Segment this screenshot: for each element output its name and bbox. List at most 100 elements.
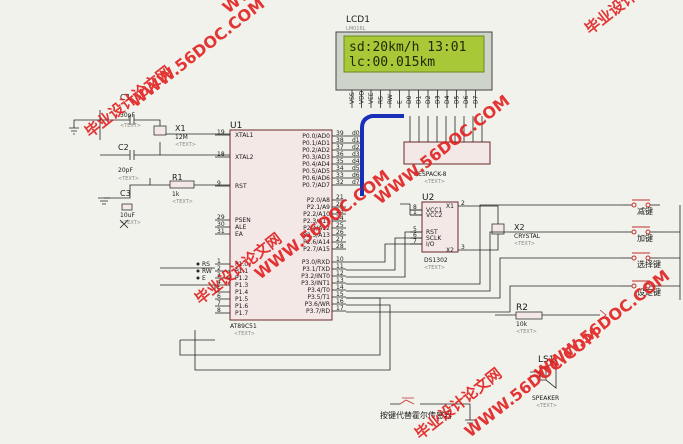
push-button[interactable]: 选择键 [620, 252, 661, 269]
wire-btn3 [346, 257, 620, 299]
lcd-part: LM016L [346, 26, 366, 32]
xtal-wires [134, 119, 230, 156]
mcu-right-pin-num: 16 [336, 298, 344, 305]
u2-left-pin-name: VCC1 [426, 207, 442, 214]
c3-value: 10uF [120, 212, 135, 219]
mcu-left-pin-num: 4 [217, 279, 221, 286]
sensor-switch [399, 397, 415, 405]
mcu-right-pin-name: P2.1/A9 [307, 204, 330, 211]
mcu-left-pin-num: 1 [217, 258, 221, 265]
mcu-left-pin-name: EA [235, 231, 244, 238]
x1-crystal [153, 125, 167, 136]
sensor-wires [390, 403, 475, 424]
wire-sclk [346, 237, 422, 271]
bus-label: d6 [352, 172, 360, 179]
r1-resistor [169, 180, 195, 189]
u2-part: DS1302 [424, 257, 448, 264]
push-button[interactable]: 设定键 [620, 280, 661, 297]
mcu-left-pin-name: XTAL1 [235, 132, 254, 139]
r1-text: <TEXT> [172, 199, 193, 205]
mcu-right-pin-num: 14 [336, 284, 344, 291]
mcu-left-pin-num: 29 [217, 214, 225, 221]
lcd-pin-label: D5 [454, 95, 461, 104]
x2-wires [458, 205, 499, 251]
wire-b [194, 304, 391, 371]
u2-left-pin-num: 8 [413, 204, 417, 211]
bus-label: d0 [352, 130, 360, 137]
mcu-left-pin-num: 30 [217, 221, 225, 228]
ls1-text: <TEXT> [536, 403, 557, 409]
p1-junction [196, 276, 200, 280]
u2-left-pin-num: 6 [413, 232, 417, 239]
button-contact [645, 255, 651, 261]
lcd-pin-label: D4 [444, 95, 451, 104]
u2-left-pin-name: VCC2 [426, 212, 442, 219]
p1-junction [196, 262, 200, 266]
respack: RESPACK-8 <TEXT> [403, 116, 491, 185]
mcu-right-pin-num: 32 [336, 179, 344, 186]
button-contact [645, 283, 651, 289]
u2-body [421, 201, 459, 253]
mcu-left-pin-name: P1.5 [235, 296, 248, 303]
mcu-right-pin-num: 36 [336, 151, 344, 158]
r2-section: R2 10k <TEXT> [495, 303, 607, 335]
mcu-right-pin-name: P0.7/AD7 [302, 182, 330, 189]
mcu-right-pin-name: P2.3/A11 [303, 218, 330, 225]
push-button[interactable]: 减键 [620, 199, 660, 216]
cross-marker [119, 219, 129, 229]
c2-text: <TEXT> [118, 176, 139, 182]
button-label: 选择键 [637, 259, 661, 269]
lcd-pin-label: D2 [425, 95, 432, 104]
mcu-right-pin-name: P2.7/A15 [303, 246, 330, 253]
p1-junction [196, 269, 200, 273]
mcu-right-pin-num: 21 [336, 194, 344, 201]
mcu-right-pin-name: P3.3/INT1 [301, 280, 330, 287]
mcu-right-pin-name: P3.4/T0 [307, 287, 330, 294]
mcu-right-pin-num: 17 [336, 305, 344, 312]
mcu-left-pin-name: P1.6 [235, 303, 248, 310]
mcu-right-pin-name: P3.1/TXD [302, 266, 330, 273]
mcu-left-pin-num: 3 [217, 272, 221, 279]
lcd-ref: LCD1 [346, 15, 370, 25]
watermark-url-1: WWW.56DOC.COM [126, 0, 268, 111]
bus-label: d1 [352, 137, 360, 144]
mcu-ref: U1 [230, 121, 242, 131]
reset-ground [98, 197, 110, 205]
r1-value: 1k [172, 191, 180, 198]
mcu-left-pin-name: P1.7 [235, 310, 248, 317]
mcu-left-pin-name: RST [235, 183, 247, 190]
x2-text: <TEXT> [514, 241, 535, 247]
data-bus [360, 114, 404, 196]
mcu-right-pin-name: P0.6/AD6 [302, 175, 330, 182]
speaker-body [539, 367, 547, 381]
respack-body [403, 141, 491, 165]
lcd-pin-label: VSS [349, 92, 356, 104]
u2-right-pin-name: X1 [446, 203, 454, 210]
c3-text: <TEXT> [120, 220, 141, 226]
p1-net-label: RS [202, 261, 210, 268]
lcd-pin-label: D6 [463, 95, 470, 104]
mcu-right-pin-num: 37 [336, 144, 344, 151]
mcu-right-pin-num: 26 [336, 229, 344, 236]
mcu-right-pin-num: 25 [336, 222, 344, 229]
button-label: 减键 [637, 206, 653, 216]
push-button[interactable]: 加键 [620, 226, 660, 243]
u2-ref: U2 [422, 193, 434, 203]
mcu-right-pin-name: P3.2/INT0 [301, 273, 330, 280]
mcu-left-pin-num: 2 [217, 265, 221, 272]
c2-ref: C2 [118, 143, 129, 152]
lcd-pin-label: D3 [435, 95, 442, 104]
mcu-left-pin-num: 6 [217, 293, 221, 300]
mcu-right-pin-num: 22 [336, 201, 344, 208]
u2-left-pin-name: I/O [426, 241, 435, 248]
wire-btn4 [346, 285, 620, 313]
mcu-right-pin-num: 35 [336, 158, 344, 165]
bus-label: d2 [352, 144, 360, 151]
mcu-left-pin-name: P1.0 [235, 261, 248, 268]
